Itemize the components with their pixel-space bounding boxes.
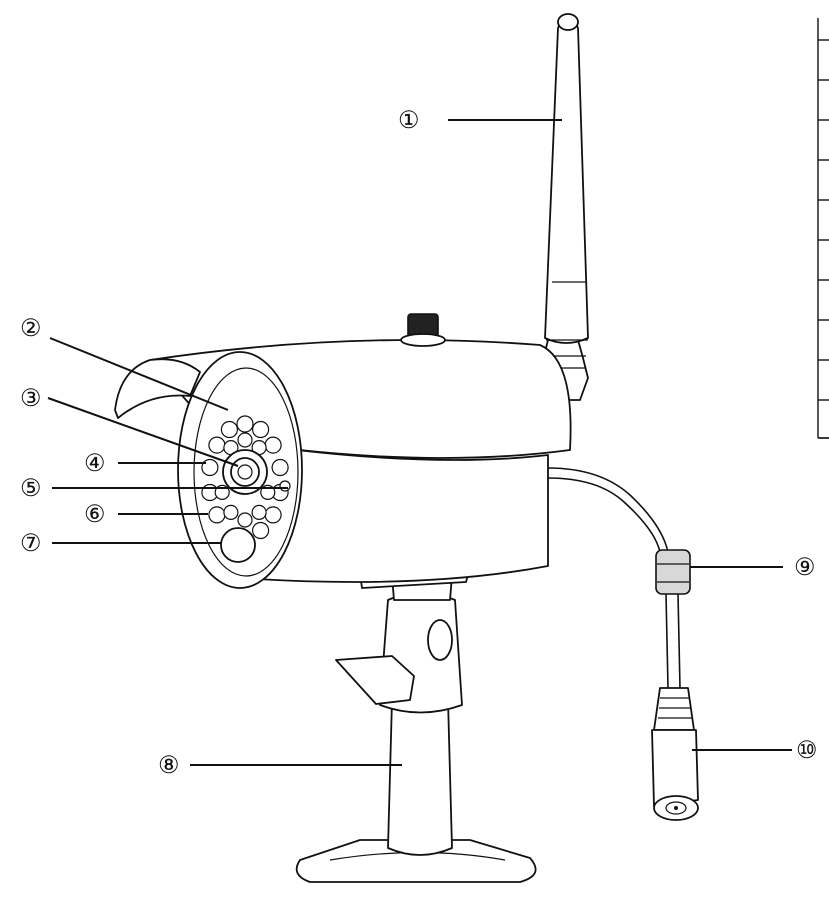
ir-led (237, 512, 253, 528)
parts-table (817, 18, 829, 439)
leader-2 (49, 337, 229, 411)
ir-led (208, 436, 226, 454)
light-sensor (220, 527, 256, 563)
ir-led-array (201, 415, 289, 540)
power-connector (651, 593, 699, 821)
callout-labels: ① ② ③ ④ ⑤ ⑥ ⑦ ⑧ ⑨ ⑩ (20, 106, 818, 779)
leader-3 (47, 397, 239, 467)
antenna (540, 13, 589, 401)
callout-leaders (47, 119, 792, 766)
cable (547, 467, 669, 553)
ir-led (220, 420, 238, 439)
callout-6: ⑥ (84, 500, 106, 528)
ferrite-core (655, 549, 691, 595)
callout-4: ④ (84, 449, 106, 477)
ir-led (236, 415, 254, 433)
callout-1: ① (398, 106, 420, 134)
ir-led (264, 506, 282, 524)
callout-3: ③ (20, 384, 42, 412)
callout-2: ② (20, 314, 42, 342)
ir-led (271, 458, 289, 477)
ir-led (237, 432, 253, 448)
ir-led (252, 521, 270, 540)
callout-8: ⑧ (158, 751, 180, 779)
ir-led (252, 420, 270, 439)
callout-9: ⑨ (794, 553, 816, 581)
mount-stand (295, 567, 537, 883)
callout-5: ⑤ (20, 474, 42, 502)
ir-led (201, 458, 219, 477)
callout-10: ⑩ (796, 736, 818, 764)
ir-led (251, 504, 267, 521)
ir-led (223, 504, 239, 521)
callout-7: ⑦ (20, 529, 42, 557)
camera-lens (222, 449, 268, 495)
parts-table-rows (818, 39, 829, 439)
ir-led (264, 436, 282, 454)
camera-body (114, 313, 572, 589)
ir-led (208, 506, 226, 524)
microphone-hole (279, 480, 291, 492)
